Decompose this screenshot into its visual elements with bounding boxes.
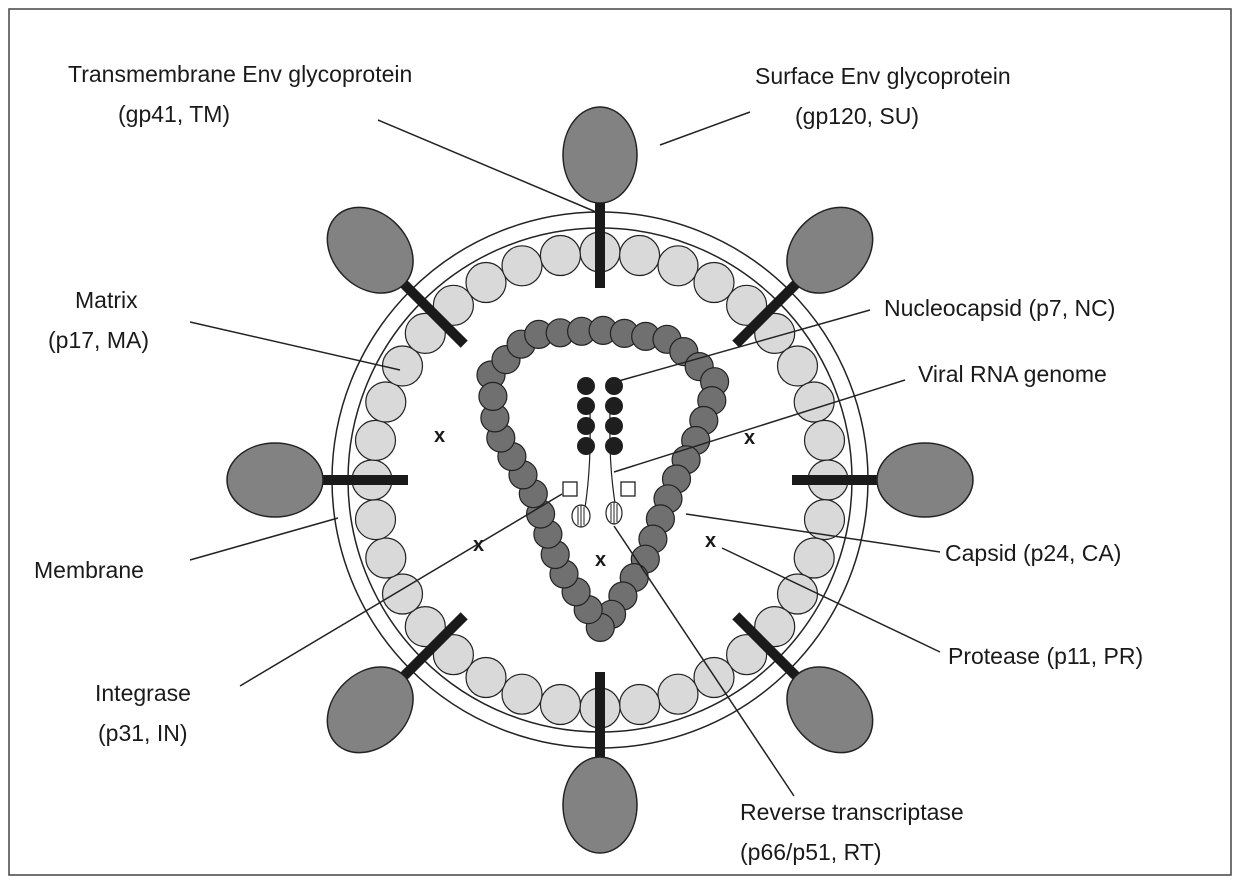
- matrix-protein: [356, 500, 396, 540]
- label-integrase-line2: (p31, IN): [98, 720, 187, 746]
- integrase-square-right: [621, 482, 635, 496]
- su-env-head: [563, 107, 637, 203]
- matrix-protein: [778, 346, 818, 386]
- label-integrase-line1: Integrase: [95, 680, 191, 706]
- matrix-protein: [805, 420, 845, 460]
- matrix-protein: [805, 500, 845, 540]
- su-env-head: [563, 757, 637, 853]
- label-matrix-line1: Matrix: [75, 287, 138, 313]
- nucleocapsid-protein: [578, 438, 595, 455]
- nucleocapsid-protein: [578, 398, 595, 415]
- su-env-head: [877, 443, 973, 517]
- label-rt-line1: Reverse transcriptase: [740, 799, 964, 825]
- leader-su-env: [660, 112, 750, 145]
- nucleocapsid-protein: [606, 418, 623, 435]
- nucleocapsid-protein: [606, 398, 623, 415]
- matrix-protein: [540, 685, 580, 725]
- leader-integrase: [240, 494, 562, 686]
- integrase-square-left: [563, 482, 577, 496]
- reverse-transcriptase-right: [606, 502, 622, 524]
- reverse-transcriptase-left: [572, 505, 590, 527]
- enzyme-marker-3: x: [473, 534, 484, 556]
- matrix-protein: [502, 674, 542, 714]
- capsid-cone: [477, 316, 729, 641]
- matrix-protein: [366, 538, 406, 578]
- matrix-protein: [356, 420, 396, 460]
- matrix-protein: [658, 674, 698, 714]
- label-capsid: Capsid (p24, CA): [945, 540, 1121, 566]
- label-su-env-line1: Surface Env glycoprotein: [755, 63, 1011, 89]
- matrix-protein: [620, 236, 660, 276]
- nucleocapsid-protein: [578, 418, 595, 435]
- label-rt-line2: (p66/p51, RT): [740, 839, 881, 865]
- leader-rt: [614, 526, 794, 796]
- label-membrane: Membrane: [34, 557, 144, 583]
- matrix-protein: [694, 658, 734, 698]
- matrix-protein: [794, 538, 834, 578]
- nucleocapsid-cluster: [578, 378, 623, 455]
- matrix-protein: [620, 685, 660, 725]
- matrix-protein: [794, 382, 834, 422]
- matrix-protein: [502, 246, 542, 286]
- su-env-head: [227, 443, 323, 517]
- label-nucleocapsid: Nucleocapsid (p7, NC): [884, 295, 1115, 321]
- envelope-spikes: [227, 107, 973, 853]
- leader-membrane: [190, 518, 338, 560]
- nucleocapsid-protein: [606, 438, 623, 455]
- label-tm-env-line2: (gp41, TM): [118, 101, 230, 127]
- enzyme-marker-1: x: [434, 425, 445, 447]
- matrix-protein: [540, 236, 580, 276]
- label-su-env-line2: (gp120, SU): [795, 103, 919, 129]
- matrix-protein: [658, 246, 698, 286]
- label-tm-env-line1: Transmembrane Env glycoprotein: [68, 61, 412, 87]
- enzyme-marker-5: x: [705, 530, 716, 552]
- nucleocapsid-protein: [578, 378, 595, 395]
- enzyme-marker-4: x: [595, 549, 606, 571]
- label-protease: Protease (p11, PR): [948, 643, 1143, 669]
- leader-viral-rna: [614, 380, 905, 472]
- label-matrix-line2: (p17, MA): [48, 327, 149, 353]
- matrix-protein: [366, 382, 406, 422]
- capsid-protein: [479, 382, 507, 410]
- matrix-protein: [466, 263, 506, 303]
- label-viral-rna: Viral RNA genome: [918, 361, 1107, 387]
